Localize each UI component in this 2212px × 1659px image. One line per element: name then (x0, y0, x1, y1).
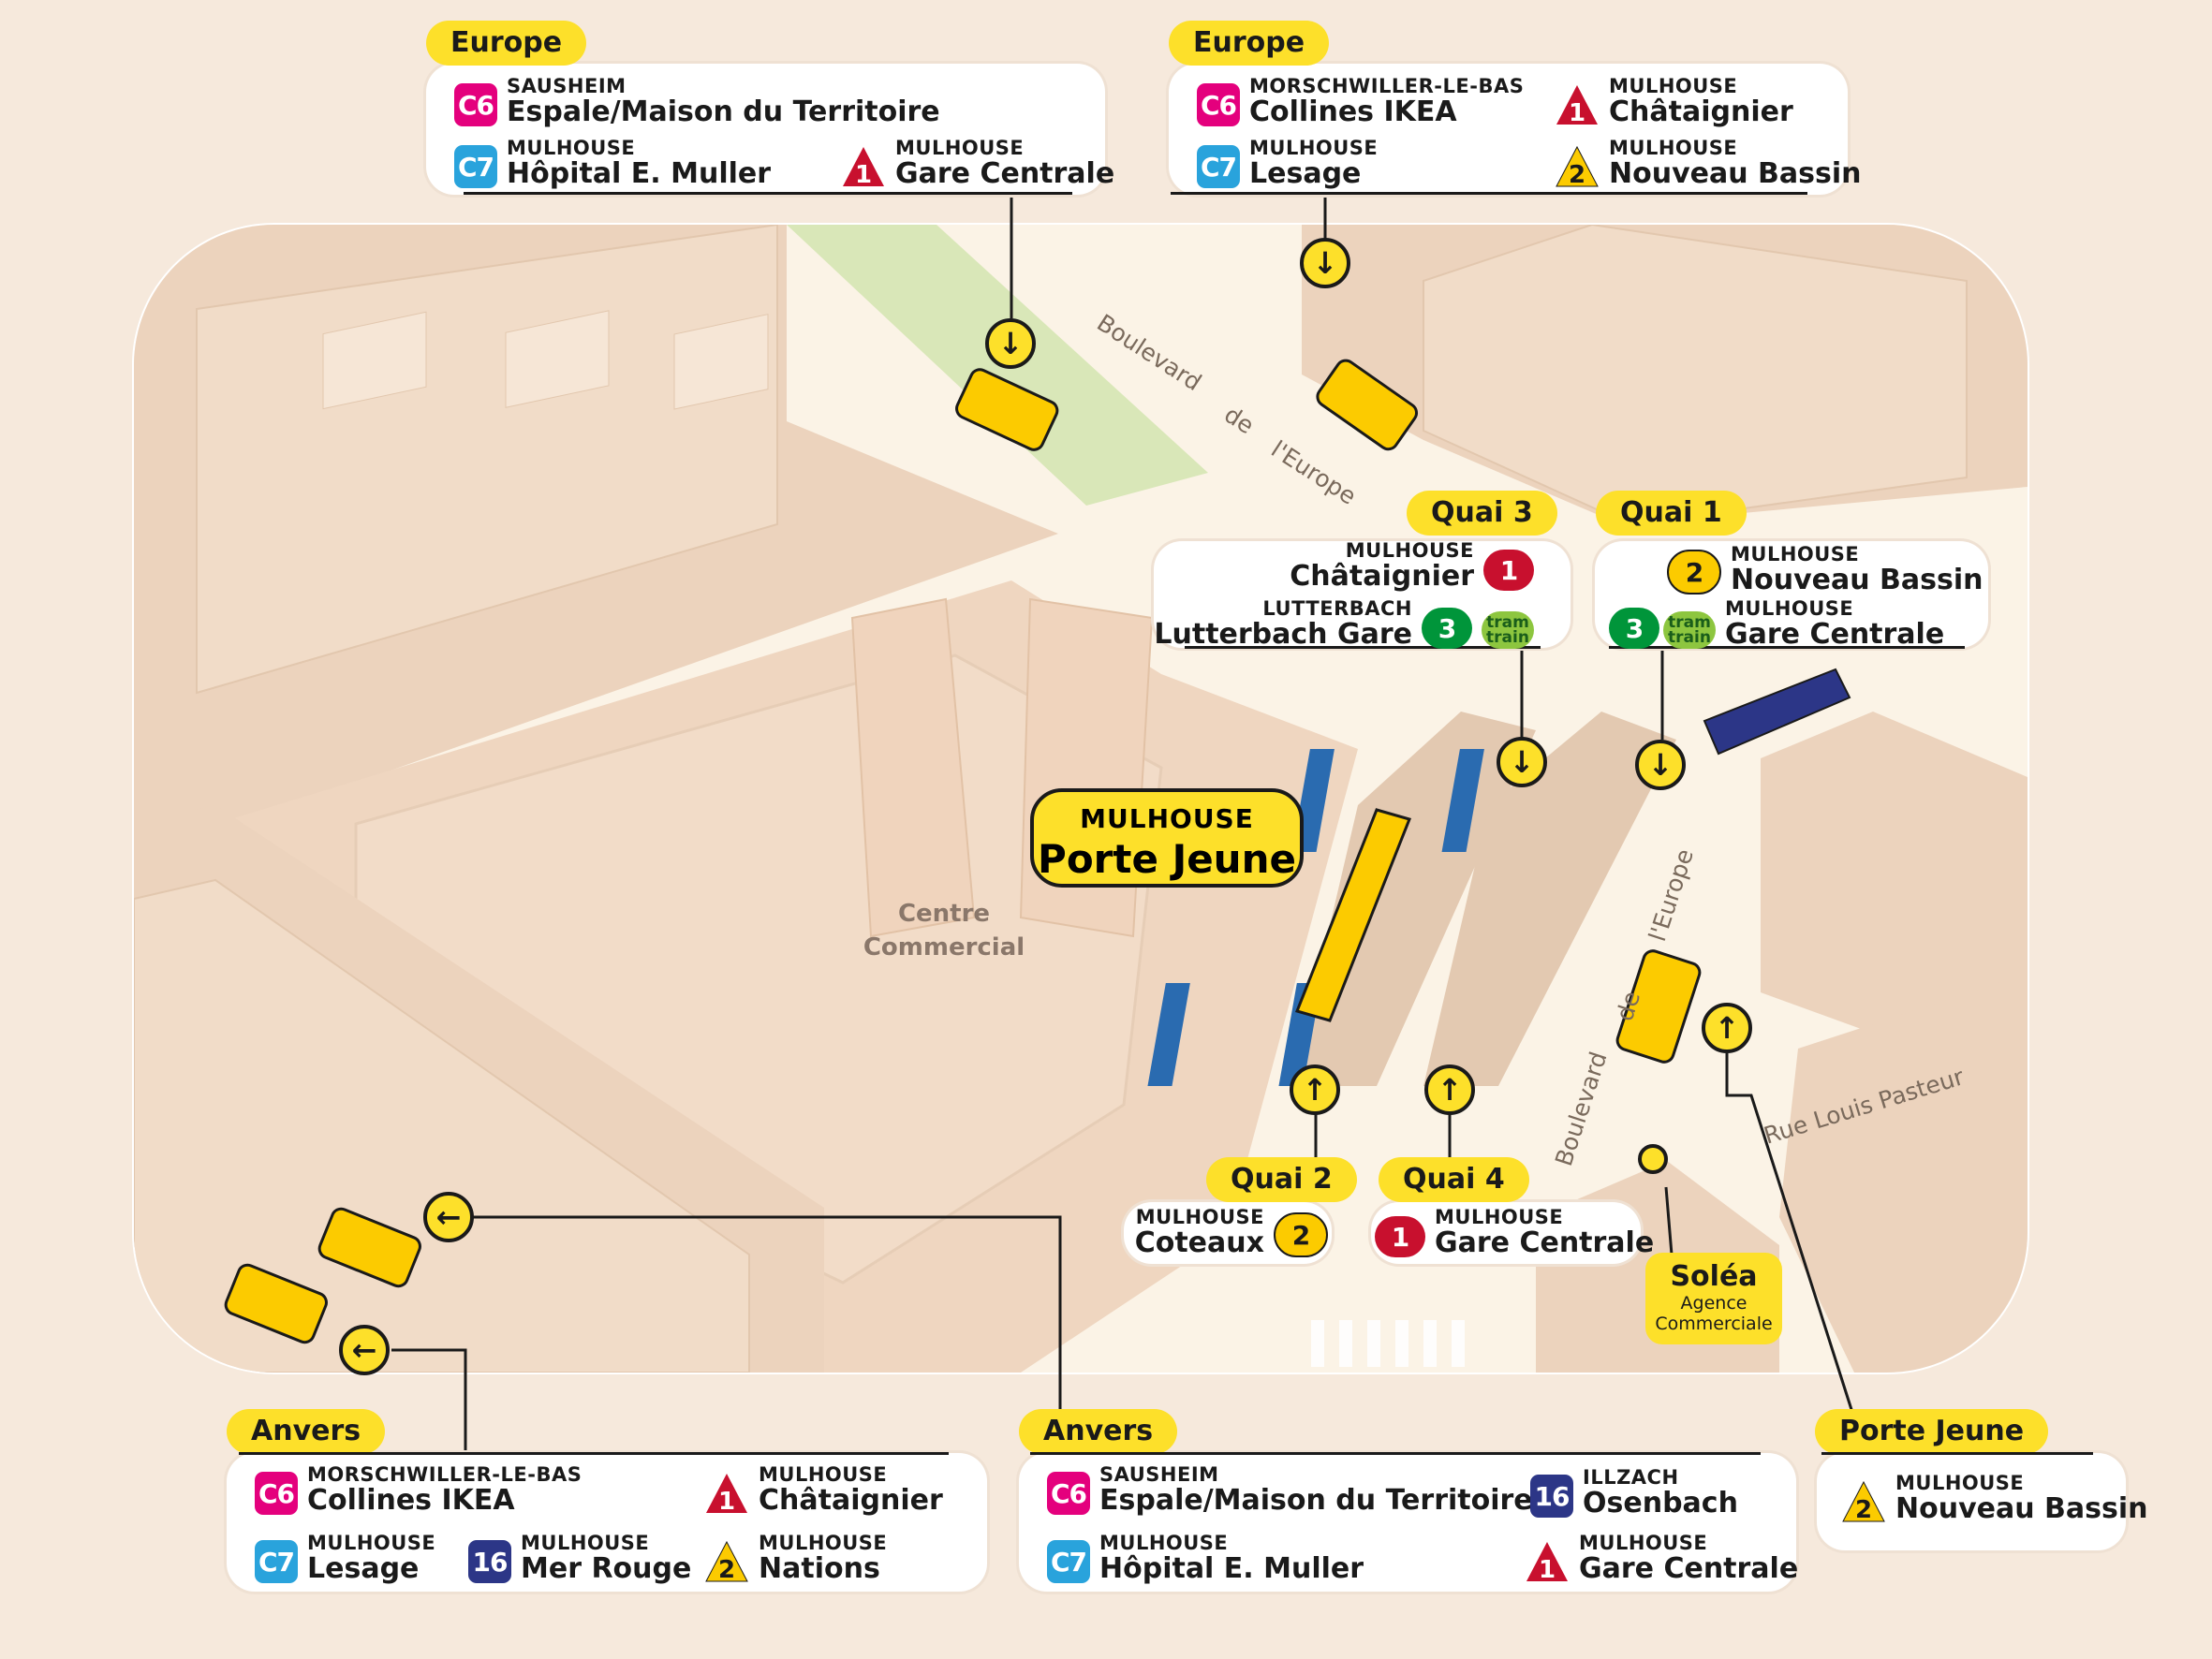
panel-rule (239, 1452, 949, 1455)
stop-tag-anvers-right: Anvers (1019, 1409, 1178, 1454)
arrow-up-icon: ↑ (1702, 1003, 1752, 1053)
line-badge-c6: C6 (255, 1472, 298, 1515)
panel-anvers-left (227, 1453, 987, 1592)
panel-rule (1171, 192, 1807, 195)
tram-badge-3: 3 (1609, 608, 1659, 649)
svg-text:2: 2 (718, 1556, 735, 1583)
stop-tag-quai-4: Quai 4 (1379, 1157, 1529, 1202)
arrow-down-icon: ↓ (1300, 238, 1350, 288)
tram-badge-1: 1 (1483, 550, 1534, 591)
panel-rule (1030, 1452, 1761, 1455)
panel-rule (464, 192, 1072, 195)
line-badge-c7: C7 (454, 145, 497, 188)
station-city: MULHOUSE (1080, 803, 1254, 834)
station-title: MULHOUSE Porte Jeune (1030, 788, 1304, 888)
bus-plus-triangle-icon: 1 (706, 1474, 747, 1515)
bus-plus-triangle-icon: 2 (1556, 145, 1599, 188)
arrow-left-icon: ← (423, 1192, 474, 1242)
line-badge-c6: C6 (1197, 83, 1240, 126)
stop-tag-quai-3: Quai 3 (1407, 491, 1557, 536)
landmark-centre-commercial: Centre Commercial (863, 900, 1025, 962)
tram-badge-2: 2 (1667, 550, 1721, 595)
svg-text:1: 1 (718, 1488, 735, 1515)
panel-europe-left (426, 64, 1105, 195)
arrow-down-icon: ↓ (1497, 737, 1547, 787)
tram-badge-2: 2 (1274, 1212, 1328, 1257)
svg-text:1: 1 (1539, 1556, 1556, 1583)
arrow-up-icon: ↑ (1424, 1064, 1475, 1115)
panel-rule (1609, 646, 1965, 649)
bus-plus-triangle-icon: 1 (843, 147, 884, 188)
stop-tag-europe-right: Europe (1169, 21, 1330, 66)
solea-agency-badge[interactable]: Soléa Agence Commerciale (1645, 1253, 1782, 1344)
panel-rule (1821, 1452, 2093, 1455)
line-badge-c7: C7 (255, 1540, 298, 1583)
stop-tag-quai-1: Quai 1 (1596, 491, 1747, 536)
panel-quai-1 (1595, 541, 1988, 648)
line-badge-c6: C6 (454, 83, 497, 126)
stop-tag-porte-jeune: Porte Jeune (1815, 1409, 2049, 1454)
panel-rule (1185, 646, 1541, 649)
bus-plus-triangle-icon: 1 (1526, 1542, 1568, 1583)
arrow-up-icon: ↑ (1290, 1064, 1340, 1115)
line-badge-c7: C7 (1197, 145, 1240, 188)
line-badge-c7: C7 (1047, 1540, 1090, 1583)
svg-text:2: 2 (1855, 1496, 1872, 1523)
line-badge-c6: C6 (1047, 1472, 1090, 1515)
panel-europe-right (1169, 64, 1848, 195)
panel-anvers-right (1019, 1453, 1796, 1592)
stop-tag-europe-left: Europe (426, 21, 587, 66)
bus-plus-triangle-icon: 2 (1842, 1480, 1885, 1523)
line-badge-16: 16 (468, 1540, 511, 1583)
bus-plus-triangle-icon: 1 (1556, 85, 1598, 126)
station-name: Porte Jeune (1038, 836, 1296, 882)
svg-text:2: 2 (1569, 161, 1585, 188)
solea-brand: Soléa (1670, 1260, 1758, 1293)
arrow-left-icon: ← (339, 1325, 390, 1375)
stop-tag-quai-2: Quai 2 (1206, 1157, 1357, 1202)
line-badge-16: 16 (1530, 1475, 1573, 1518)
tram-badge-1: 1 (1375, 1216, 1425, 1257)
stop-tag-anvers-left: Anvers (227, 1409, 386, 1454)
svg-text:1: 1 (855, 161, 872, 188)
arrow-down-icon: ↓ (1635, 740, 1686, 790)
bus-plus-triangle-icon: 2 (705, 1540, 748, 1583)
tram-badge-3: 3 (1422, 608, 1472, 649)
svg-text:1: 1 (1569, 99, 1585, 126)
arrow-down-icon: ↓ (985, 318, 1036, 369)
